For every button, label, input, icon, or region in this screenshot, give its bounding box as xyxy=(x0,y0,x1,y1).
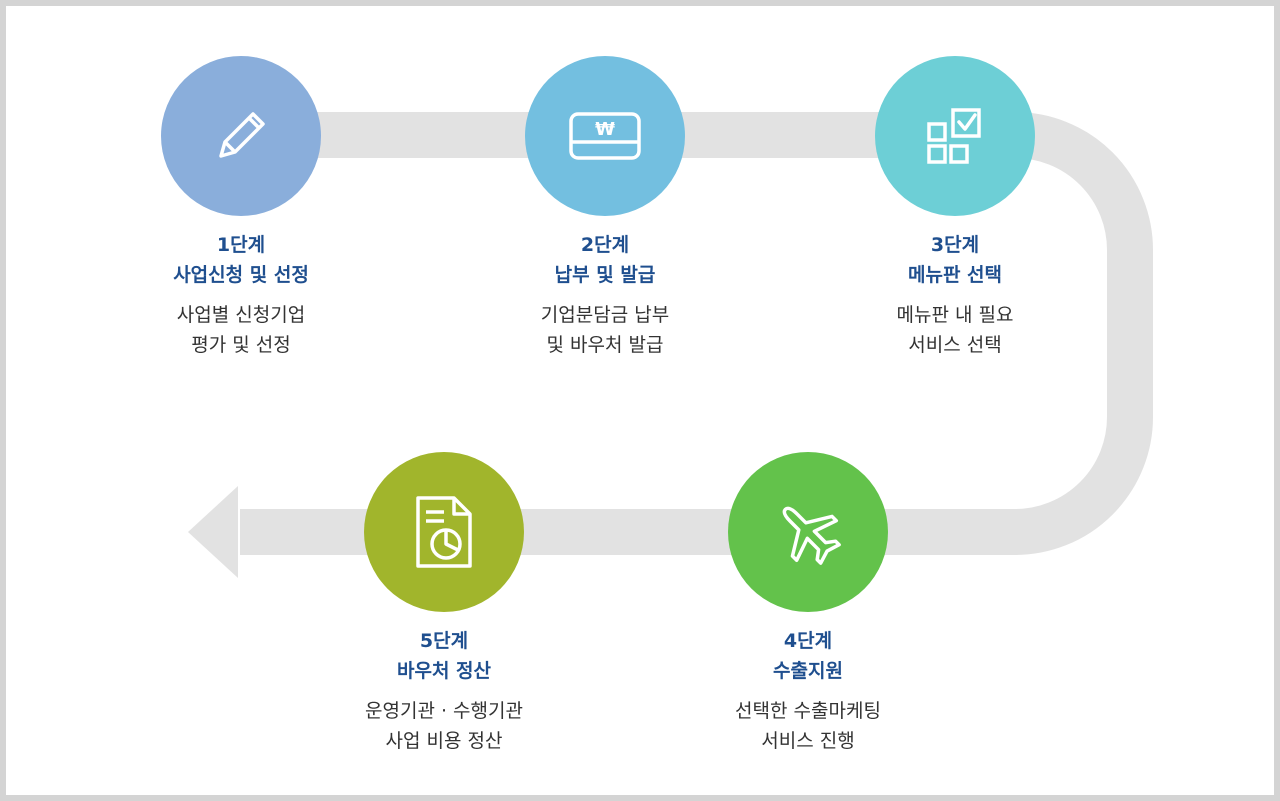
step-2-desc-line-1: 기업분담금 납부 xyxy=(540,304,670,326)
step-3: 3단계 메뉴판 선택 메뉴판 내 필요 서비스 선택 xyxy=(805,56,1105,360)
step-3-description: 메뉴판 내 필요 서비스 선택 xyxy=(805,300,1105,360)
step-5: 5단계 바우처 정산 운영기관 · 수행기관 사업 비용 정산 xyxy=(294,452,594,756)
step-4-stage: 4단계 xyxy=(783,630,833,652)
step-1-desc-line-2: 평가 및 선정 xyxy=(191,334,291,356)
step-2: ₩ 2단계 납부 및 발급 기업분담금 납부 및 바우처 발급 xyxy=(455,56,755,360)
step-2-circle: ₩ xyxy=(525,56,685,216)
step-4-desc-line-1: 선택한 수출마케팅 xyxy=(735,700,881,722)
pencil-icon xyxy=(219,112,265,158)
step-1-description: 사업별 신청기업 평가 및 선정 xyxy=(91,300,391,360)
step-1-name: 사업신청 및 선정 xyxy=(173,264,309,286)
step-5-circle xyxy=(364,452,524,612)
checklist-grid-icon xyxy=(927,108,981,164)
step-2-desc-line-2: 및 바우처 발급 xyxy=(546,334,664,356)
step-3-desc-line-1: 메뉴판 내 필요 xyxy=(896,304,1014,326)
flow-path-line xyxy=(240,112,1153,555)
step-5-description: 운영기관 · 수행기관 사업 비용 정산 xyxy=(294,696,594,756)
step-3-stage: 3단계 xyxy=(930,234,980,256)
step-5-desc-line-2: 사업 비용 정산 xyxy=(385,730,503,752)
won-symbol: ₩ xyxy=(595,119,615,140)
step-2-stage: 2단계 xyxy=(580,234,630,256)
step-4-name: 수출지원 xyxy=(773,660,843,682)
step-1-circle xyxy=(161,56,321,216)
step-4: 4단계 수출지원 선택한 수출마케팅 서비스 진행 xyxy=(658,452,958,756)
step-5-desc-line-1: 운영기관 · 수행기관 xyxy=(365,700,523,722)
step-5-name: 바우처 정산 xyxy=(396,660,491,682)
step-4-title: 4단계 수출지원 xyxy=(658,626,958,686)
card-won-icon: ₩ xyxy=(569,112,641,160)
step-3-desc-line-2: 서비스 선택 xyxy=(908,334,1002,356)
step-2-description: 기업분담금 납부 및 바우처 발급 xyxy=(455,300,755,360)
step-1: 1단계 사업신청 및 선정 사업별 신청기업 평가 및 선정 xyxy=(91,56,391,360)
step-4-desc-line-2: 서비스 진행 xyxy=(761,730,855,752)
step-3-name: 메뉴판 선택 xyxy=(907,264,1002,286)
airplane-icon xyxy=(782,506,841,565)
step-5-stage: 5단계 xyxy=(419,630,469,652)
report-chart-icon xyxy=(416,496,472,568)
step-5-title: 5단계 바우처 정산 xyxy=(294,626,594,686)
step-2-name: 납부 및 발급 xyxy=(554,264,656,286)
step-1-stage: 1단계 xyxy=(216,234,266,256)
step-1-title: 1단계 사업신청 및 선정 xyxy=(91,230,391,290)
step-3-title: 3단계 메뉴판 선택 xyxy=(805,230,1105,290)
step-4-circle xyxy=(728,452,888,612)
step-2-title: 2단계 납부 및 발급 xyxy=(455,230,755,290)
step-4-description: 선택한 수출마케팅 서비스 진행 xyxy=(658,696,958,756)
step-1-desc-line-1: 사업별 신청기업 xyxy=(176,304,306,326)
flow-arrow-head-icon xyxy=(188,486,238,578)
step-3-circle xyxy=(875,56,1035,216)
